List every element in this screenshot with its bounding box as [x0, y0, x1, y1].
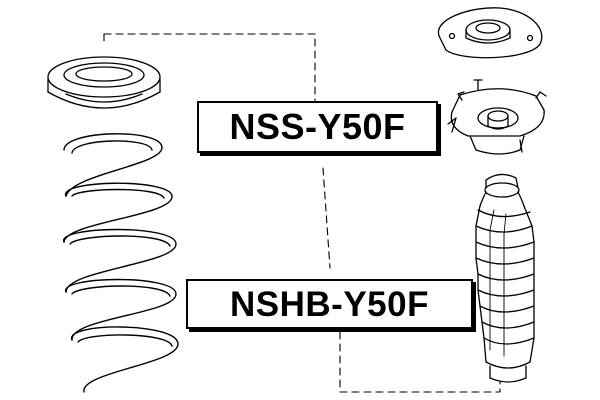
strut-mount-part: [447, 79, 547, 155]
dust-boot-part: [475, 173, 535, 383]
coil-spring-part: [63, 133, 179, 393]
leader-lines: [103, 33, 501, 393]
part-number-label-strut-mount: NSS-Y50F: [197, 101, 438, 153]
part-number-label-dust-boot: NSHB-Y50F: [186, 279, 473, 329]
spring-seat-part: [47, 56, 161, 109]
bearing-plate-part: [437, 7, 543, 59]
